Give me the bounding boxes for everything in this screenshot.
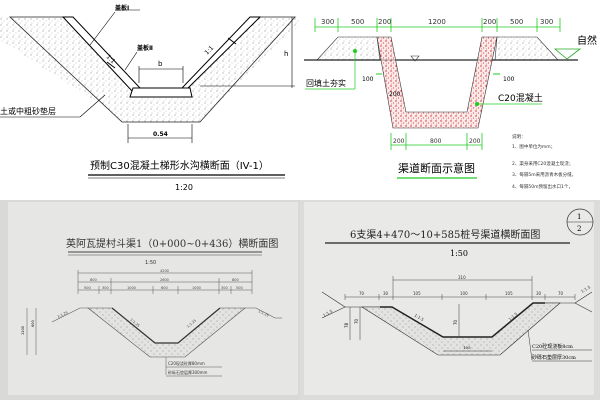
dim-top-4: 1200: [428, 18, 446, 26]
note-2: 2、渠身采用C20混凝土现浇；: [512, 160, 573, 167]
concrete-channel: [376, 36, 498, 129]
dim-top-5: 200: [483, 18, 496, 26]
bottom-dim-label: 105: [463, 345, 471, 350]
dim-5: 105: [505, 291, 513, 296]
dim-mid-1: 800: [90, 278, 97, 282]
bedding-label: 土或中粗砂垫层: [0, 106, 56, 116]
dim-bottom-2: 800: [430, 138, 442, 145]
dim-7: 70: [558, 291, 564, 296]
natural-ground-label: 自然: [577, 34, 597, 47]
offset-left-label: 100: [362, 76, 374, 83]
depth-inner-label: 70: [354, 318, 359, 324]
slope-label-4: 1:1.5: [580, 284, 592, 294]
height-label: h: [284, 50, 288, 58]
concrete-label: C20混凝土: [498, 92, 543, 104]
notes: 说明： 1、图中单位为mm； 2、渠身采用C20混凝土现浇； 3、每隔5m采用沥…: [512, 133, 576, 190]
base-width-label: 0.54: [153, 131, 168, 138]
slope-right-label: 1:1: [203, 45, 215, 57]
drawing-title: 6支渠4+470～10+585桩号渠道横断面图: [350, 228, 540, 241]
depth-outer-label: 78: [344, 322, 349, 328]
height-depth: 600: [31, 320, 35, 327]
drawing-title: 渠道断面示意图: [398, 161, 475, 175]
note-4: 4、每隔50m预留出水口1个，: [512, 183, 573, 190]
dim-1: 70: [359, 291, 365, 296]
dim-sub-3: 1000: [127, 286, 136, 290]
dim-mid-2: 2600: [160, 278, 169, 282]
bedding-label: 砂砾石垫层厚300mm: [168, 369, 208, 375]
note-heading: 说明：: [512, 133, 526, 140]
cover-plate-2-label: 盖板Ⅱ: [137, 44, 153, 52]
height-total: 1100: [21, 326, 25, 335]
dim-total: 4200: [160, 269, 169, 273]
top-dimension-line: [314, 18, 561, 32]
slope-label-3: 1:1.25: [186, 319, 197, 329]
dim-total: 310: [458, 275, 466, 280]
lateral-canal-photo-drawing: 英阿瓦提村斗渠1（0+000~0+436）横断面图 1:50 4200 800 …: [0, 200, 300, 400]
bedding-label: 砂砾石垫层厚30cm: [532, 354, 576, 361]
dim-top-1: 300: [321, 18, 334, 26]
cover-plate-1-label: 盖板Ⅰ: [115, 4, 129, 12]
ditch-section: [0, 16, 300, 123]
slope-label-4: 1:1.25: [258, 309, 270, 317]
lining-label: C20现浇砼厚80mm: [168, 360, 205, 366]
dim-sub-4: 600: [161, 286, 168, 290]
dim-sub-2: 300: [102, 286, 109, 290]
dim-sub-7: 500: [236, 286, 243, 290]
trapezoid-ditch-drawing: 盖板Ⅰ 盖板Ⅱ 1:1 1:1 b h 土或中粗砂垫层 0.54 预制C30混凝…: [0, 0, 300, 200]
sheet-top: 1: [577, 213, 581, 221]
dim-top-3: 200: [378, 18, 391, 26]
drawing-scale: 1:50: [145, 260, 156, 266]
note-1: 1、图中单位为mm；: [512, 143, 555, 150]
slope-label-1: 1:1.5: [322, 308, 334, 318]
drawing-title: 英阿瓦提村斗渠1（0+000~0+436）横断面图: [66, 237, 278, 250]
water-level-icon: [410, 55, 420, 62]
drawing-scale: 1:50: [450, 249, 468, 258]
bottom-width-label: b: [158, 60, 163, 68]
dim-bottom-1: 200: [393, 138, 405, 145]
dim-top-6: 500: [510, 18, 523, 26]
wall-thickness-label: 200: [389, 91, 401, 98]
dim-mid-3: 800: [232, 278, 239, 282]
dim-2: 30: [383, 291, 389, 296]
branch-canal-photo-drawing: 6支渠4+470～10+585桩号渠道横断面图 1 2 1:50 310 70 …: [300, 200, 600, 400]
offset-right-label: 100: [503, 76, 515, 83]
dim-4: 100: [460, 291, 468, 296]
dim-bottom-3: 200: [469, 138, 481, 145]
dim-sub-5: 1000: [192, 286, 201, 290]
depth-label: 70: [453, 319, 458, 325]
dim-top-7: 300: [540, 18, 553, 26]
sheet-bottom: 2: [577, 225, 581, 233]
dim-top-2: 500: [351, 18, 364, 26]
dim-sub-6: 300: [221, 286, 228, 290]
slope-label-1: 1:1.25: [57, 311, 69, 319]
lining-label: C20砼现浇板8cm: [532, 343, 573, 350]
slope-label-3: 1:1.5: [507, 311, 518, 322]
slope-left-label: 1:1: [105, 53, 117, 65]
drawing-scale: 1:20: [175, 183, 193, 192]
dim-3: 105: [413, 291, 421, 296]
dim-sub-1: 500: [84, 286, 91, 290]
slope-label-2: 1:1.5: [414, 313, 426, 323]
dim-6: 30: [536, 291, 542, 296]
ground-level-icon: [553, 48, 582, 60]
slope-label-2: 1:1.25: [129, 318, 140, 328]
note-3: 3、每隔5m采用沥青木板分缝，: [512, 171, 576, 178]
backfill-label: 回填土夯实: [306, 78, 346, 88]
drawing-title: 预制C30混凝土梯形水沟横断面（IV-1）: [90, 159, 269, 172]
channel-section-drawing: 300 500 200 1200 200 500 300 自然 回填土夯实 10…: [300, 0, 600, 200]
